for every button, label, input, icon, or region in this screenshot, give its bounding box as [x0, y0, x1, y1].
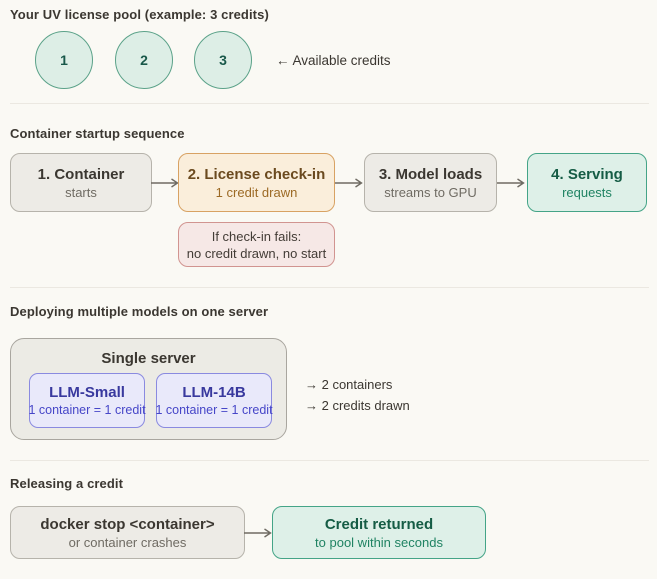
pool-section-title: Your UV license pool (example: 3 credits… [10, 7, 269, 22]
release-source-title: docker stop <container> [40, 515, 215, 533]
flow-arrow-icon [334, 177, 364, 189]
credit-returned-box: Credit returned to pool within seconds [272, 506, 486, 559]
divider [10, 460, 649, 461]
step-title: 3. Model loads [378, 165, 483, 183]
step-subtitle: starts [65, 184, 97, 200]
available-credits-label: ← Available credits [276, 53, 391, 68]
step-container-starts: 1. Container starts [10, 153, 152, 212]
multi-note-credits: → 2 credits drawn [305, 398, 410, 413]
model-detail: 1 container = 1 credit [28, 403, 146, 417]
step-title: 2. License check-in [187, 165, 326, 183]
startup-section-title: Container startup sequence [10, 126, 185, 141]
credit-circle-2: 2 [115, 31, 173, 89]
step-serving: 4. Serving requests [527, 153, 647, 212]
step-license-checkin: 2. License check-in 1 credit drawn [178, 153, 335, 212]
release-source-subtitle: or container crashes [68, 534, 187, 550]
step-subtitle: requests [562, 184, 612, 200]
server-label: Single server [101, 350, 196, 367]
credit-number: 3 [219, 52, 227, 68]
credit-number: 1 [60, 52, 68, 68]
divider [10, 287, 649, 288]
divider [10, 103, 649, 104]
flow-arrow-icon [496, 177, 526, 189]
fail-note-line1: If check-in fails: [211, 228, 302, 244]
model-detail: 1 container = 1 credit [155, 403, 273, 417]
step-subtitle: 1 credit drawn [215, 184, 298, 200]
multi-note-containers: → 2 containers [305, 377, 393, 392]
release-result-title: Credit returned [324, 515, 434, 533]
credit-circle-3: 3 [194, 31, 252, 89]
model-name: LLM-Small [49, 384, 125, 401]
step-title: 1. Container [37, 165, 125, 183]
multi-section-title: Deploying multiple models on one server [10, 304, 269, 319]
model-llm-14b: LLM-14B 1 container = 1 credit [155, 373, 273, 428]
step-title: 4. Serving [551, 165, 623, 183]
release-section-title: Releasing a credit [10, 476, 124, 491]
credit-circle-1: 1 [35, 31, 93, 89]
model-llm-small: LLM-Small 1 container = 1 credit [28, 373, 146, 428]
flow-arrow-icon [243, 527, 273, 539]
release-result-subtitle: to pool within seconds [315, 534, 443, 550]
model-name: LLM-14B [182, 384, 246, 401]
fail-note-line2: no credit drawn, no start [186, 245, 327, 261]
docker-stop-box: docker stop <container> or container cra… [10, 506, 245, 559]
step-subtitle: streams to GPU [384, 184, 477, 200]
credit-number: 2 [140, 52, 148, 68]
single-server-box: Single server LLM-Small 1 container = 1 … [10, 338, 287, 440]
step-model-loads: 3. Model loads streams to GPU [364, 153, 497, 212]
flow-arrow-icon [150, 177, 180, 189]
checkin-fail-note: If check-in fails: no credit drawn, no s… [178, 222, 335, 267]
